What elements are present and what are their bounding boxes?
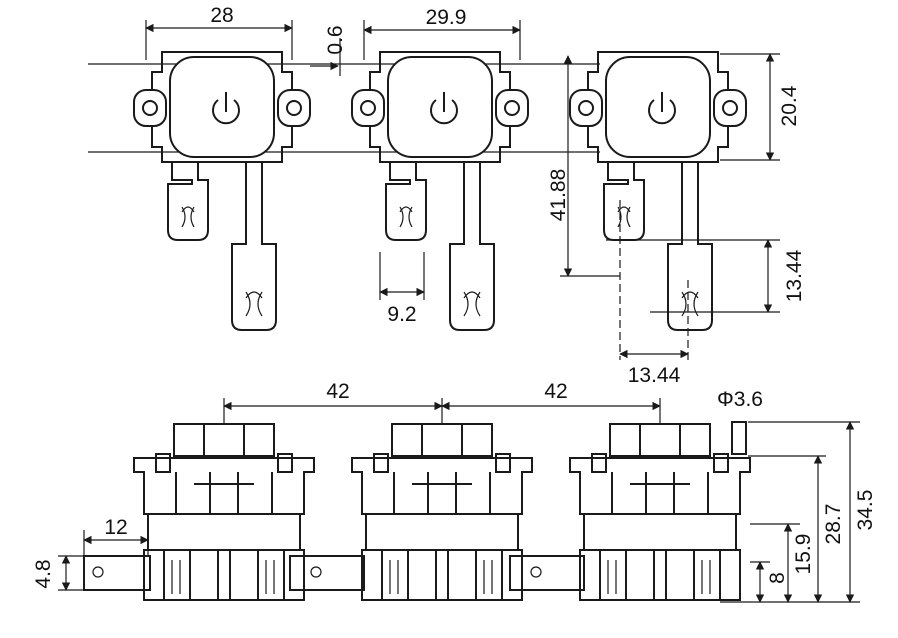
svg-text:15.9: 15.9 — [792, 534, 815, 575]
svg-text:13.44: 13.44 — [628, 364, 681, 387]
svg-text:20.4: 20.4 — [778, 85, 801, 126]
dimension-terminal-depth: 41.88 — [547, 55, 620, 277]
tab-strip — [83, 555, 151, 591]
power-icon — [430, 92, 458, 125]
dimension-base-height: 8 — [750, 561, 789, 603]
svg-text:13.44: 13.44 — [783, 249, 806, 302]
switch-side-1 — [133, 423, 315, 601]
power-icon — [648, 92, 676, 125]
svg-text:8: 8 — [766, 572, 789, 584]
top-view: 28 0.6 29.9 20.4 41.88 — [88, 4, 806, 387]
tab-strip — [289, 555, 365, 591]
svg-text:28.7: 28.7 — [822, 504, 845, 545]
dimension-terminal-offset-v: 13.44 — [606, 239, 806, 313]
dimension-top-pitch-width: 28 — [145, 4, 293, 60]
dimension-terminal-offset-h: 13.44 — [619, 349, 689, 387]
dimension-tab-height: 4.8 — [32, 555, 84, 591]
tab-strip — [509, 555, 585, 591]
svg-text:42: 42 — [326, 380, 349, 403]
dimension-gap: 0.6 — [310, 25, 347, 76]
dimension-mid-height: 15.9 — [750, 523, 815, 603]
side-view: 42 42 Φ3.6 34.5 28.7 15.9 — [32, 380, 877, 603]
dimension-upper-height: 28.7 — [748, 455, 845, 603]
switch-side-3 — [569, 423, 751, 601]
dimension-terminal-gap: 9.2 — [379, 252, 425, 326]
dimension-tab-length: 12 — [83, 516, 149, 556]
svg-text:9.2: 9.2 — [387, 303, 416, 326]
switch-side-2 — [351, 423, 533, 601]
switch-top-3 — [569, 51, 747, 331]
svg-text:41.88: 41.88 — [547, 169, 570, 222]
switch-top-2 — [351, 51, 529, 331]
dimension-pitch-right: 42 — [441, 380, 661, 424]
svg-text:4.8: 4.8 — [32, 559, 55, 588]
svg-text:29.9: 29.9 — [426, 6, 467, 29]
dimension-pitch-left: 42 — [223, 380, 443, 424]
svg-text:28: 28 — [210, 4, 233, 27]
dimension-body-width: 29.9 — [363, 6, 521, 60]
svg-text:34.5: 34.5 — [854, 490, 877, 531]
switch-top-1 — [133, 51, 311, 331]
svg-text:0.6: 0.6 — [324, 25, 347, 54]
pin — [731, 421, 747, 455]
dimension-body-height: 20.4 — [720, 53, 801, 161]
svg-text:42: 42 — [544, 380, 567, 403]
svg-text:12: 12 — [104, 516, 127, 539]
power-icon — [212, 92, 240, 125]
svg-text:Φ3.6: Φ3.6 — [717, 388, 763, 411]
dimension-pin-diameter: Φ3.6 — [717, 388, 763, 411]
